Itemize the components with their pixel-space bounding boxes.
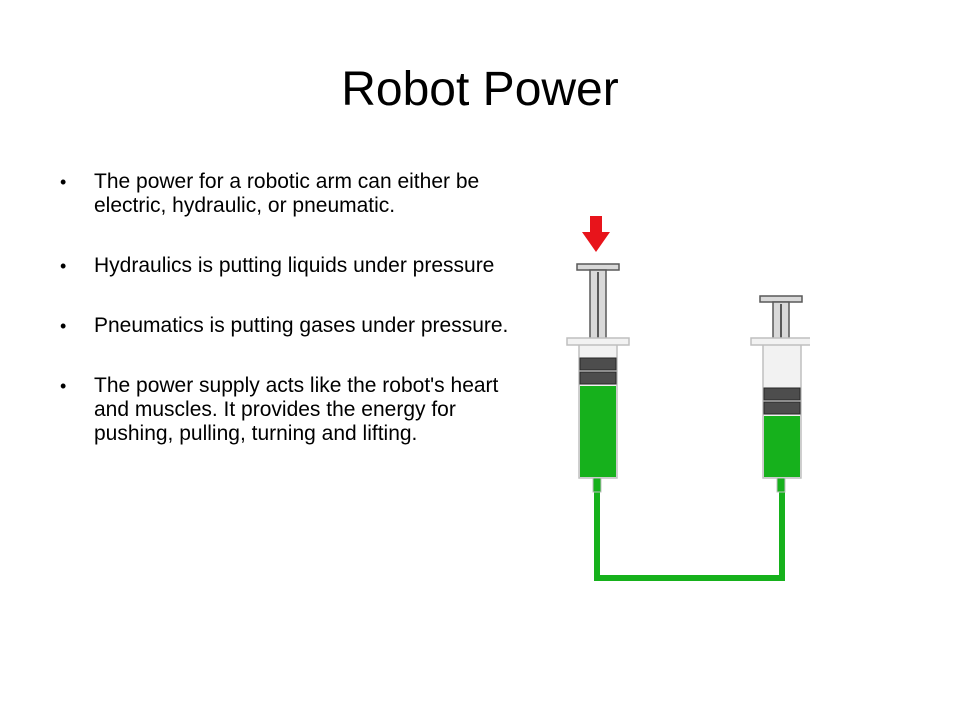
bullet-text: Hydraulics is putting liquids under pres…: [94, 254, 495, 277]
slide-title: Robot Power: [341, 63, 619, 116]
right-barrel-flange: [750, 337, 810, 346]
left-plunger-cap: [576, 263, 620, 271]
bullet-dot: •: [60, 172, 67, 192]
left-syringe: [566, 216, 630, 493]
right-syringe: [750, 295, 810, 493]
bullet-text: The power for a robotic arm can either b…: [94, 170, 480, 217]
bullet-text: Pneumatics is putting gases under pressu…: [94, 314, 509, 337]
left-seal-top: [579, 357, 617, 371]
left-fluid: [580, 386, 616, 477]
hydraulic-syringe-diagram: [566, 216, 810, 581]
right-nozzle: [776, 477, 786, 493]
connecting-tube: [594, 480, 785, 581]
bullet-item: • Pneumatics is putting gases under pres…: [60, 314, 530, 338]
bullet-list: • The power for a robotic arm can either…: [60, 170, 530, 482]
bullet-item: • Hydraulics is putting liquids under pr…: [60, 254, 530, 278]
bullet-item: • The power supply acts like the robot's…: [60, 374, 530, 446]
right-seal-bottom: [763, 401, 801, 415]
left-barrel-flange: [566, 337, 630, 346]
bullet-dot: •: [60, 316, 67, 336]
down-arrow-icon: [582, 216, 610, 252]
bullet-item: • The power for a robotic arm can either…: [60, 170, 530, 218]
bullet-dot: •: [60, 256, 67, 276]
right-plunger-cap: [759, 295, 803, 303]
bullet-text: The power supply acts like the robot's h…: [94, 374, 499, 445]
right-seal-top: [763, 387, 801, 401]
left-nozzle: [592, 477, 602, 493]
bullet-dot: •: [60, 376, 67, 396]
left-seal-bottom: [579, 371, 617, 385]
right-fluid: [764, 416, 800, 477]
